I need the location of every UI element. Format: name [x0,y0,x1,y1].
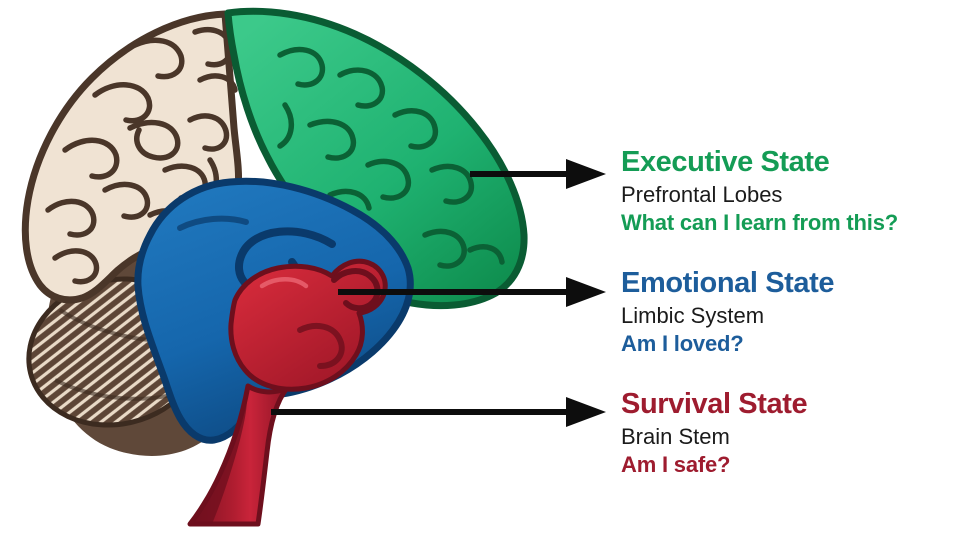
label-emotional-state: Emotional State Limbic System Am I loved… [621,267,977,356]
arrow-right-icon [566,277,606,307]
survival-state-title: Survival State [621,388,808,420]
emotional-state-subtitle: Limbic System [621,303,765,328]
label-survival-state: Survival State Brain Stem Am I safe? [621,388,977,477]
emotional-state-title: Emotional State [621,267,835,299]
executive-state-question: What can I learn from this? [621,210,898,235]
prefrontal-region [224,7,528,310]
emotional-state-question: Am I loved? [621,331,744,356]
pointer-arrow-executive [470,159,606,189]
pointer-arrow-survival [271,397,606,427]
arrow-right-icon [566,397,606,427]
survival-state-question: Am I safe? [621,452,731,477]
label-executive-state: Executive State Prefrontal Lobes What ca… [621,146,977,235]
survival-state-subtitle: Brain Stem [621,424,730,449]
prefrontal-sulci [277,46,505,269]
pointer-arrow-emotional [338,277,606,307]
executive-state-subtitle: Prefrontal Lobes [621,182,783,207]
arrow-right-icon [566,159,606,189]
executive-state-title: Executive State [621,146,830,178]
